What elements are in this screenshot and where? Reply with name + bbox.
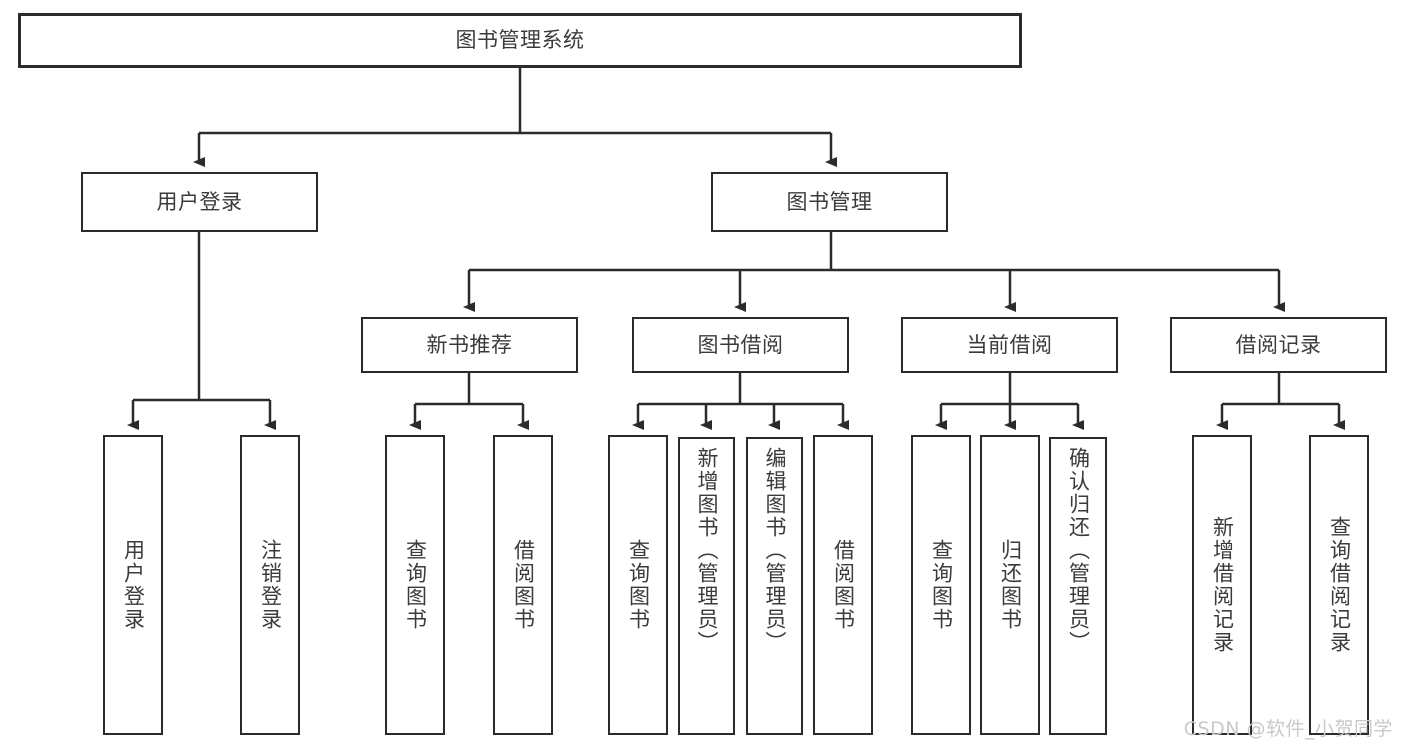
node-user-login[interactable]: 用户登录	[81, 172, 318, 232]
node-label: 归还图书	[998, 539, 1023, 631]
node-leaf-borrow-book-recommend[interactable]: 借阅图书	[493, 435, 553, 735]
node-label: 注销登录	[258, 539, 283, 631]
node-label: 图书借阅	[697, 332, 784, 357]
node-label: 查询借阅记录	[1327, 516, 1352, 654]
node-label: 新书推荐	[426, 332, 513, 357]
node-label: 查询图书	[929, 539, 954, 631]
node-book-borrow[interactable]: 图书借阅	[632, 317, 849, 373]
node-label: 借阅记录	[1235, 332, 1322, 357]
node-root-book-management-system[interactable]: 图书管理系统	[18, 13, 1022, 68]
node-leaf-return-book[interactable]: 归还图书	[980, 435, 1040, 735]
node-leaf-logout[interactable]: 注销登录	[240, 435, 300, 735]
node-leaf-add-borrow-record[interactable]: 新增借阅记录	[1192, 435, 1252, 735]
node-label: 图书管理系统	[455, 28, 585, 53]
node-leaf-query-book-borrow[interactable]: 查询图书	[608, 435, 668, 735]
node-leaf-edit-book-admin[interactable]: 编辑图书（管理员）	[746, 437, 803, 735]
node-label: 确认归还（管理员）	[1066, 447, 1091, 654]
node-current-borrow[interactable]: 当前借阅	[901, 317, 1118, 373]
node-leaf-confirm-return-admin[interactable]: 确认归还（管理员）	[1049, 437, 1107, 735]
node-label: 当前借阅	[966, 332, 1053, 357]
node-leaf-query-borrow-record[interactable]: 查询借阅记录	[1309, 435, 1369, 735]
node-borrow-record[interactable]: 借阅记录	[1170, 317, 1387, 373]
node-label: 借阅图书	[511, 539, 536, 631]
node-leaf-borrow-book[interactable]: 借阅图书	[813, 435, 873, 735]
node-new-book-recommend[interactable]: 新书推荐	[361, 317, 578, 373]
node-label: 借阅图书	[831, 539, 856, 631]
node-label: 图书管理	[786, 189, 873, 214]
node-label: 查询图书	[626, 539, 651, 631]
node-label: 新增借阅记录	[1210, 516, 1235, 654]
node-label: 用户登录	[156, 189, 243, 214]
node-label: 查询图书	[403, 539, 428, 631]
node-label: 用户登录	[121, 539, 146, 631]
csdn-watermark: CSDN @软件_小贺同学	[1183, 718, 1393, 740]
node-leaf-query-book-recommend[interactable]: 查询图书	[385, 435, 445, 735]
node-leaf-query-book-current[interactable]: 查询图书	[911, 435, 971, 735]
node-book-management[interactable]: 图书管理	[711, 172, 948, 232]
node-label: 编辑图书（管理员）	[763, 447, 788, 654]
node-leaf-add-book-admin[interactable]: 新增图书（管理员）	[678, 437, 735, 735]
node-label: 新增图书（管理员）	[695, 447, 720, 654]
node-leaf-user-login[interactable]: 用户登录	[103, 435, 163, 735]
